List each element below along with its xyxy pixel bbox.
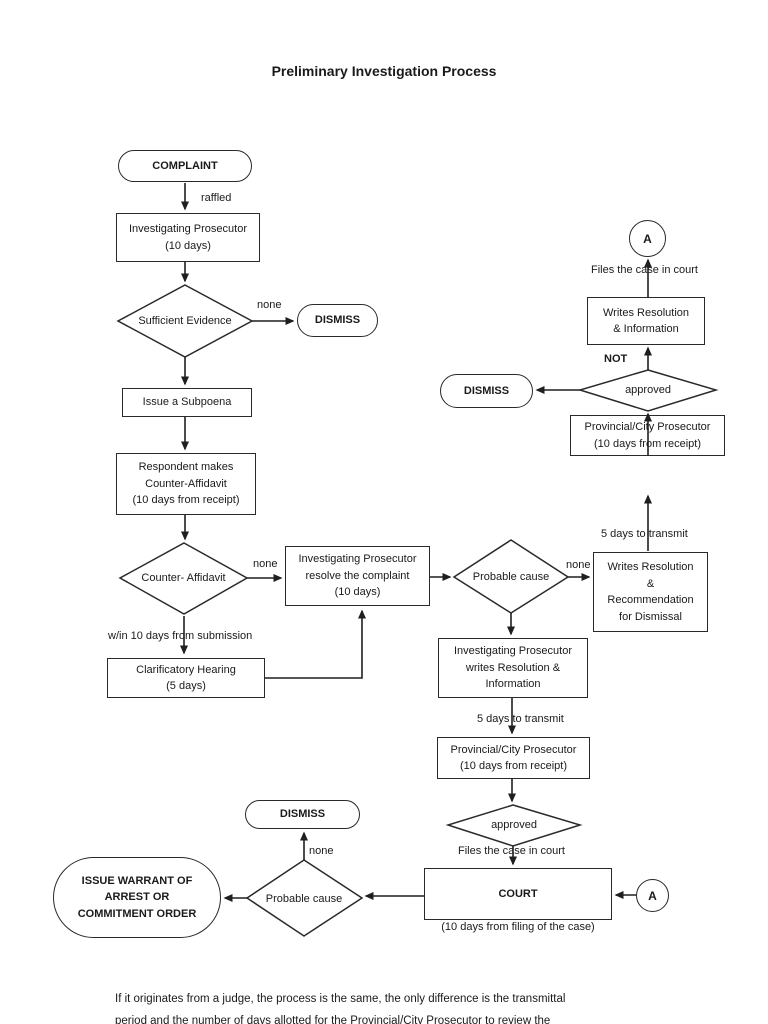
node-complaint-label: COMPLAINT [152,159,218,172]
node-respondent-counter-affidavit-label: Respondent makes Counter-Affidavit (10 d… [132,461,240,507]
node-clarificatory-hearing-label: Clarificatory Hearing (5 days) [136,663,236,693]
node-issue-subpoena-label: Issue a Subpoena [142,396,232,409]
edge-label-raffled: raffled [201,192,232,204]
node-issue-warrant-label: ISSUE WARRANT OF ARREST OR COMMITMENT OR… [77,874,197,920]
node-writes-resolution-recommendation: Writes Resolution & Recommendation for D… [593,552,708,632]
node-writes-resolution-information: Writes Resolution & Information [587,297,705,345]
edge-label-5-days-mid: 5 days to transmit [477,713,564,725]
node-resolve-complaint: Investigating Prosecutor resolve the com… [285,546,430,606]
node-issue-subpoena: Issue a Subpoena [122,388,252,417]
node-provincial-prosecutor-right: Provincial/City Prosecutor (10 days from… [570,415,725,456]
page-title: Preliminary Investigation Process [271,63,497,79]
node-clarificatory-hearing: Clarificatory Hearing (5 days) [107,658,265,698]
node-investigating-prosecutor-label: Investigating Prosecutor (10 days) [128,223,247,252]
decision-approved-right: approved [580,382,716,398]
decision-probable-cause-mid-label: Probable cause [472,570,550,583]
node-issue-warrant: ISSUE WARRANT OF ARREST OR COMMITMENT OR… [53,857,221,938]
edge-label-none-counter: none [253,558,278,570]
decision-approved-bottom: approved [448,817,580,833]
connector-a-bottom-label: A [648,888,657,903]
node-investigating-prosecutor: Investigating Prosecutor (10 days) [116,213,260,262]
node-dismiss-top-label: DISMISS [314,314,361,327]
node-respondent-counter-affidavit: Respondent makes Counter-Affidavit (10 d… [116,453,256,515]
connector-a-top: A [629,220,666,257]
decision-approved-bottom-label: approved [491,819,537,831]
node-resolve-complaint-label: Investigating Prosecutor resolve the com… [298,553,417,599]
decision-sufficient-evidence: Sufficient Evidence [118,299,252,343]
decision-approved-right-label: approved [625,384,671,396]
connector-a-top-label: A [643,231,652,246]
edge-label-within-10-days: w/in 10 days from submission [108,630,253,642]
connector-a-bottom: A [636,879,669,912]
node-dismiss-bottom-label: DISMISS [279,808,326,821]
footer-line-1: If it originates from a judge, the proce… [115,993,566,1005]
node-dismiss-bottom: DISMISS [245,800,360,829]
node-writes-resolution-recommendation-label: Writes Resolution & Recommendation for D… [607,561,694,623]
node-complaint: COMPLAINT [118,150,252,182]
decision-sufficient-evidence-label: Sufficient Evidence [138,314,232,327]
node-ip-writes-resolution: Investigating Prosecutor writes Resoluti… [438,638,588,698]
arrow-clarificatory-to-resolve [265,609,366,679]
node-dismiss-right: DISMISS [440,374,533,408]
node-court: COURT (10 days from filing of the case) [424,868,612,933]
footer-line-2: period and the number of days allotted f… [115,1015,551,1024]
node-writes-resolution-information-label: Writes Resolution & Information [603,306,689,336]
edge-label-none-probable-bottom: none [309,845,334,857]
node-provincial-prosecutor-right-label: Provincial/City Prosecutor (10 days from… [584,421,711,450]
decision-counter-affidavit-label: Counter- Affidavit [141,571,226,584]
edge-label-files-case-top: Files the case in court [591,264,698,276]
edge-label-not: NOT [604,353,628,365]
node-dismiss-top: DISMISS [297,304,378,337]
edge-label-none-sufficient: none [257,299,282,311]
node-court-title: COURT [498,887,538,900]
node-court-subtitle: (10 days from filing of the case) [441,920,595,933]
decision-counter-affidavit: Counter- Affidavit [120,556,247,600]
node-provincial-prosecutor-mid-label: Provincial/City Prosecutor (10 days from… [450,743,577,773]
decision-probable-cause-bottom: Probable cause [244,876,364,922]
edge-label-5-days-right: 5 days to transmit [601,528,688,540]
decision-probable-cause-bottom-label: Probable cause [265,892,343,905]
node-provincial-prosecutor-mid: Provincial/City Prosecutor (10 days from… [437,737,590,779]
edge-label-none-probable-mid: none [566,559,591,571]
node-dismiss-right-label: DISMISS [463,384,510,397]
decision-probable-cause-mid: Probable cause [451,554,571,600]
edge-label-files-case-bottom: Files the case in court [458,845,565,857]
node-ip-writes-resolution-label: Investigating Prosecutor writes Resoluti… [453,645,572,691]
